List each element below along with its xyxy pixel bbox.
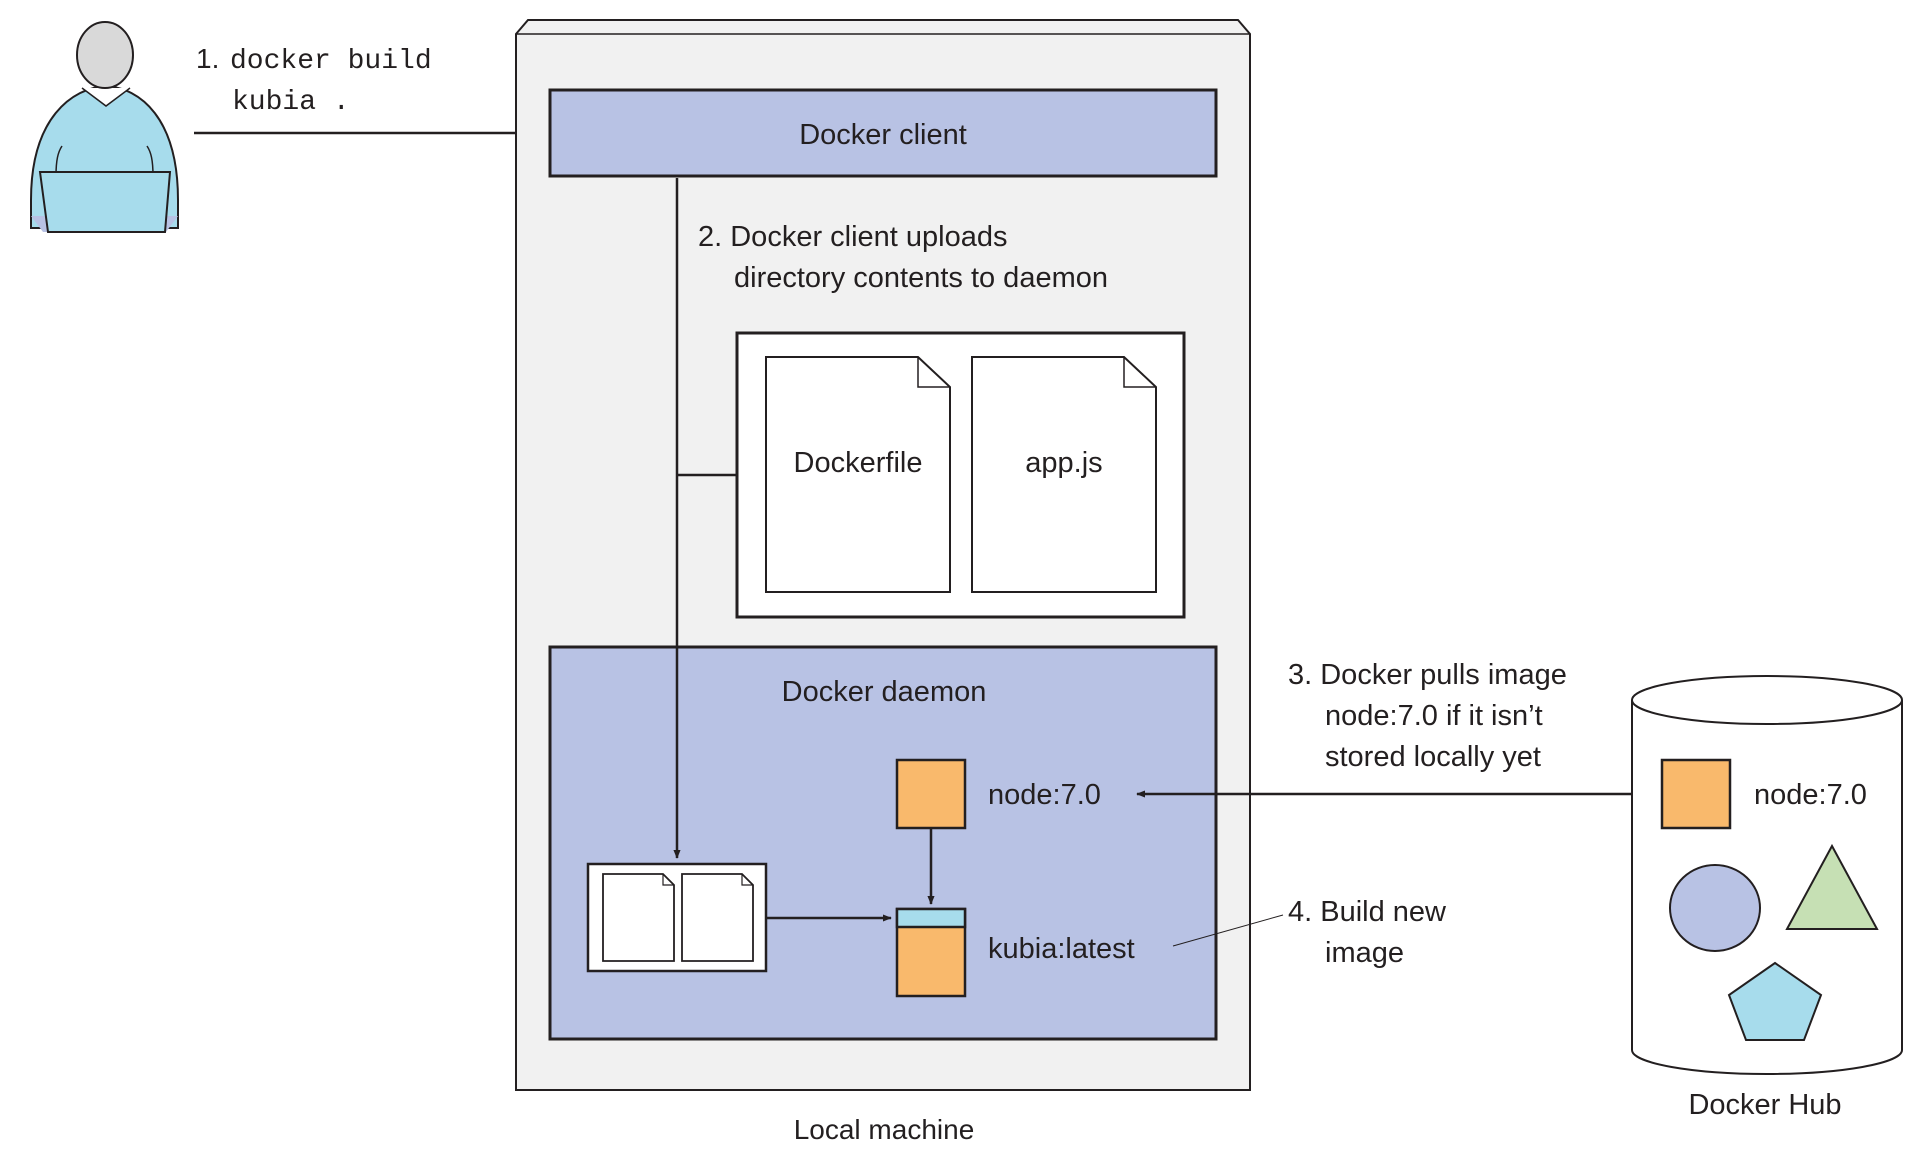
step2-line1: 2. Docker client uploads	[698, 221, 1008, 253]
step4-line1: 4. Build new	[1288, 896, 1447, 928]
appjs-file-icon	[971, 356, 1157, 593]
docker-daemon-label: Docker daemon	[782, 676, 987, 708]
docker-daemon-box	[548, 645, 1218, 1041]
kubia-image-label: kubia:latest	[988, 933, 1135, 965]
user-icon	[30, 21, 179, 233]
step4-leader-line	[1172, 914, 1284, 947]
local-node-image-label: node:7.0	[988, 779, 1101, 811]
step1-command-line2: kubia .	[232, 87, 350, 118]
dockerfile-label: Dockerfile	[794, 447, 923, 479]
step1-label: 1. docker build kubia .	[196, 43, 432, 118]
hub-triangle-image-icon	[1785, 843, 1879, 930]
step2-line2: directory contents to daemon	[734, 262, 1108, 294]
hub-circle-image-icon	[1669, 864, 1761, 952]
docker-hub-label: Docker Hub	[1688, 1089, 1841, 1121]
hub-pentagon-image-icon	[1727, 961, 1823, 1041]
step3-label: 3. Docker pulls image node:7.0 if it isn…	[1288, 659, 1567, 773]
step1-command-line1: docker build	[230, 46, 432, 77]
docker-client-box	[548, 88, 1218, 178]
uploaded-file-icon-1	[602, 873, 675, 962]
local-machine-label: Local machine	[794, 1114, 975, 1145]
step1-number: 1.	[196, 43, 219, 74]
hub-node-image-icon	[1660, 758, 1732, 830]
docker-client-label: Docker client	[799, 119, 967, 151]
uploaded-file-icon-2	[681, 873, 754, 962]
step3-line3: stored locally yet	[1325, 741, 1541, 773]
step2-label: 2. Docker client uploads directory conte…	[698, 221, 1108, 294]
kubia-image-icon	[895, 907, 967, 998]
dockerfile-file-icon	[765, 356, 951, 593]
hub-node-image-label: node:7.0	[1754, 779, 1867, 811]
step3-line1: 3. Docker pulls image	[1288, 659, 1567, 691]
step4-line2: image	[1325, 937, 1404, 969]
step4-label: 4. Build new image	[1288, 896, 1447, 969]
appjs-label: app.js	[1025, 447, 1102, 479]
local-node-image-icon	[895, 758, 967, 830]
step3-line2: node:7.0 if it isn’t	[1325, 700, 1543, 732]
